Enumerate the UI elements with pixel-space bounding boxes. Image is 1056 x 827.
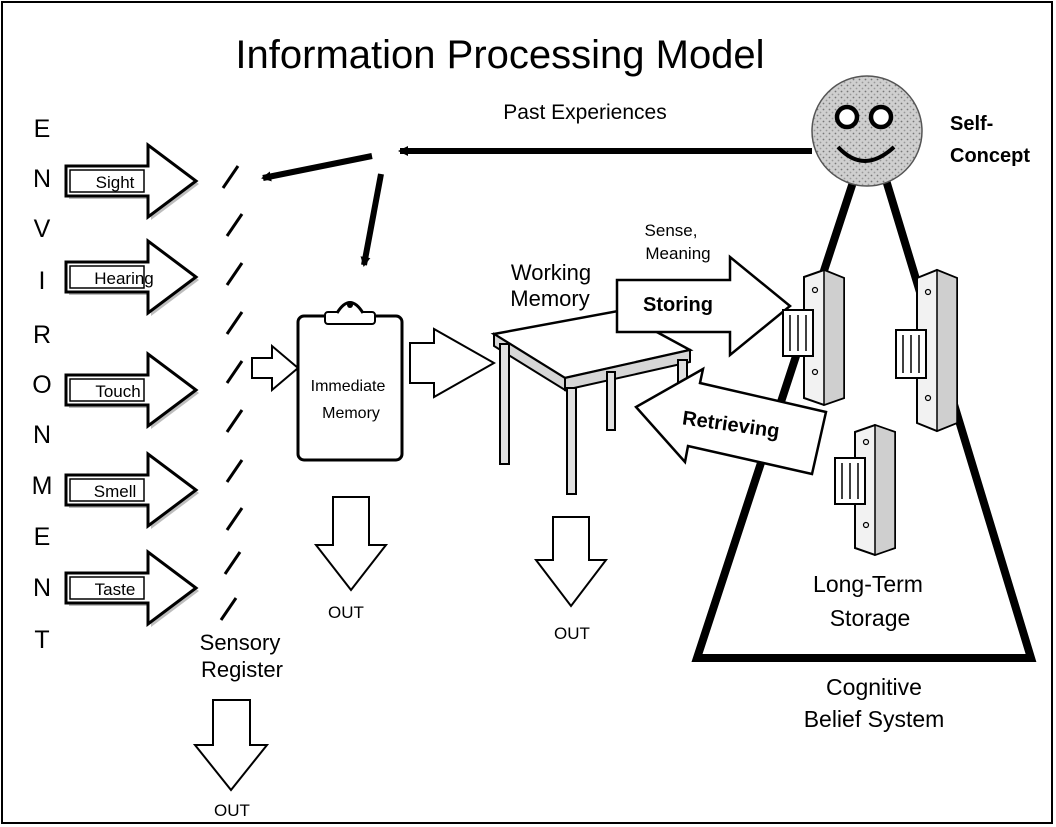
register-slash <box>225 213 244 237</box>
environment-letter: E <box>34 523 51 551</box>
storing-label: Storing <box>643 294 713 316</box>
out-label: OUT <box>328 603 364 622</box>
sense-meaning-label: Sense, <box>645 221 698 240</box>
sense-label-taste: Taste <box>95 580 136 599</box>
sense-arrows: Sight Hearing Touch Smell Taste <box>64 142 199 627</box>
sensory-register-slashes <box>219 165 244 621</box>
environment-letter: O <box>32 371 51 399</box>
environment-letter: I <box>39 267 46 295</box>
register-slash <box>225 262 244 286</box>
past-experiences-label: Past Experiences <box>503 101 666 124</box>
working-memory-label: Memory <box>510 286 589 311</box>
working-memory-label: Working <box>511 260 591 285</box>
past-experiences-arrows <box>261 146 812 267</box>
immediate-memory-label: Immediate <box>311 378 386 395</box>
out-arrow-working: OUT <box>533 516 609 643</box>
cognitive-belief-system-label: Belief System <box>804 706 945 732</box>
retrieving-arrow: Retrieving <box>634 366 828 476</box>
file-cabinet <box>834 423 896 557</box>
arrow-junction-to-register <box>261 153 373 182</box>
out-label: OUT <box>554 624 590 643</box>
long-term-storage-label: Long-Term <box>813 571 923 597</box>
sense-label-touch: Touch <box>95 382 140 401</box>
environment-letter: N <box>33 165 51 193</box>
register-slash <box>221 165 240 189</box>
register-slash <box>225 409 244 433</box>
environment-letter: T <box>34 626 49 654</box>
environment-letter: E <box>34 115 51 143</box>
register-slash <box>225 459 244 483</box>
sense-label-sight: Sight <box>96 173 135 192</box>
file-cabinet <box>782 268 845 407</box>
page-title: Information Processing Model <box>235 33 764 77</box>
self-concept-label: Concept <box>950 145 1030 167</box>
smiley-face-icon <box>811 75 923 187</box>
environment-letter: M <box>32 472 53 500</box>
cognitive-belief-system-label: Cognitive <box>826 674 922 700</box>
environment-letter: R <box>33 321 51 349</box>
sense-arrow-sight: Sight <box>64 142 199 220</box>
long-term-storage-label: Storage <box>830 605 911 631</box>
arrow-register-to-immediate <box>251 343 300 393</box>
sense-arrow-smell: Smell <box>64 451 199 529</box>
sense-arrow-taste: Taste <box>64 549 199 627</box>
sense-arrow-touch: Touch <box>64 351 199 429</box>
register-slash <box>225 311 244 335</box>
register-slash <box>225 507 244 531</box>
register-slash <box>225 360 244 384</box>
self-concept-label: Self- <box>950 113 993 135</box>
sense-label-smell: Smell <box>94 482 137 501</box>
sense-label-hearing: Hearing <box>94 269 154 288</box>
arrow-junction-to-immediate <box>360 173 384 267</box>
sensory-register-label: Sensory <box>200 630 281 655</box>
environment-letter: N <box>33 574 51 602</box>
environment-letter: N <box>33 421 51 449</box>
environment-letter: V <box>34 215 51 243</box>
environment-label: E N V I R O N M E N T <box>32 115 53 654</box>
immediate-memory-label: Memory <box>322 405 380 422</box>
storing-arrow: Storing <box>615 254 792 358</box>
out-label: OUT <box>214 801 250 820</box>
immediate-memory-clipboard: Immediate Memory <box>296 301 404 462</box>
arrow-immediate-to-working <box>409 327 497 399</box>
sensory-register-label: Register <box>201 657 283 682</box>
sense-arrow-hearing: Hearing <box>64 238 199 316</box>
sense-meaning-label: Meaning <box>645 244 710 263</box>
file-cabinet <box>895 268 958 433</box>
out-arrow-immediate: OUT <box>313 496 389 622</box>
register-slash <box>223 551 242 575</box>
register-slash <box>219 597 238 621</box>
out-arrow-sensory: OUT <box>192 699 270 820</box>
